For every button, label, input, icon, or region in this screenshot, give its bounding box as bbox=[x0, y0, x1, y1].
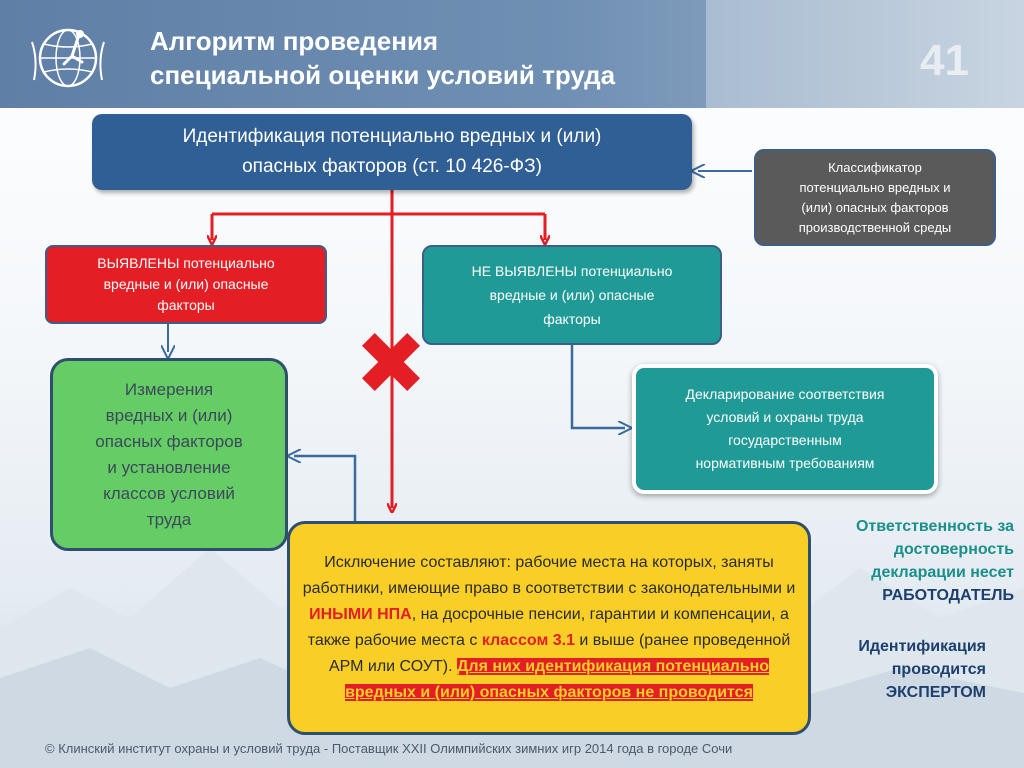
responsibility-note: Ответственность за достоверность деклара… bbox=[800, 515, 1014, 607]
responsibility-note-line: Ответственность за bbox=[855, 518, 1014, 535]
exception-highlight-class: классом 3.1 bbox=[481, 632, 575, 649]
factors-not-found-line: НЕ ВЫЯВЛЕНЫ потенциально bbox=[471, 263, 673, 279]
footer-copyright: © Клинский институт охраны и условий тру… bbox=[45, 741, 733, 756]
factors-found-line: ВЫЯВЛЕНЫ потенциально bbox=[97, 255, 275, 271]
exception-text-part: Исключение составляют: рабочие места на … bbox=[302, 554, 796, 597]
expert-note-line: проводится bbox=[891, 661, 986, 678]
header-right-panel bbox=[706, 0, 1024, 108]
exception-highlight-npa: ИНЫМИ НПА bbox=[309, 606, 412, 623]
declaration-line: нормативным требованиям bbox=[695, 455, 875, 471]
identification-line1: Идентификация потенциально вредных и (ил… bbox=[182, 126, 602, 147]
declaration-line: Декларирование соответствия bbox=[685, 386, 885, 402]
measurement-box: Измерения вредных и (или) опасных фактор… bbox=[50, 358, 288, 551]
red-cross-icon bbox=[362, 333, 420, 391]
slide-number: 41 bbox=[920, 36, 969, 85]
exception-text-part: , на досрочные пенсии, гарантии и компен… bbox=[307, 606, 789, 649]
factors-found-line: факторы bbox=[157, 297, 215, 313]
classifier-line: потенциально вредных и bbox=[799, 179, 951, 195]
measurement-line: вредных и (или) bbox=[105, 405, 233, 425]
expert-note-line: ЭКСПЕРТОМ bbox=[885, 684, 986, 701]
slide-title: Алгоритм проведения специальной оценки у… bbox=[150, 24, 615, 92]
responsibility-note-line: декларации несет bbox=[871, 564, 1014, 581]
classifier-line: (или) опасных факторов bbox=[801, 199, 949, 215]
exception-text-part: и выше (ранее проведенной АРМ или СОУТ). bbox=[328, 632, 791, 675]
measurement-line: и установление bbox=[107, 457, 231, 477]
exception-box: Исключение составляют: рабочие места на … bbox=[287, 521, 811, 735]
classifier-line: Классификатор bbox=[828, 159, 922, 175]
measurement-line: опасных факторов bbox=[95, 431, 243, 451]
measurement-line: Измерения bbox=[124, 379, 214, 399]
classifier-line: производственной среды bbox=[798, 219, 952, 235]
declaration-line: условий и охраны труда bbox=[706, 409, 864, 425]
expert-note-line: Идентификация bbox=[858, 638, 986, 655]
factors-not-found-line: вредные и (или) опасные bbox=[489, 287, 655, 303]
exception-text: Исключение составляют: рабочие места на … bbox=[300, 550, 798, 706]
declaration-line: государственным bbox=[728, 432, 842, 448]
factors-not-found-box: НЕ ВЫЯВЛЕНЫ потенциально вредные и (или)… bbox=[422, 245, 722, 345]
declaration-box: Декларирование соответствия условий и ох… bbox=[632, 364, 938, 494]
slide-title-line1: Алгоритм проведения bbox=[150, 26, 439, 56]
responsibility-note-employer: РАБОТОДАТЕЛЬ bbox=[882, 587, 1014, 604]
expert-note: Идентификация проводится ЭКСПЕРТОМ bbox=[800, 635, 986, 704]
measurement-line: труда bbox=[146, 509, 192, 529]
globe-logo-icon bbox=[31, 28, 105, 88]
factors-found-line: вредные и (или) опасные bbox=[103, 276, 269, 292]
factors-found-box: ВЫЯВЛЕНЫ потенциально вредные и (или) оп… bbox=[45, 245, 327, 324]
identification-box: Идентификация потенциально вредных и (ил… bbox=[92, 114, 692, 190]
responsibility-note-line: достоверность bbox=[893, 541, 1014, 558]
measurement-line: классов условий bbox=[103, 483, 235, 503]
identification-line2: опасных факторов (ст. 10 426-ФЗ) bbox=[242, 156, 542, 177]
blue-connectors bbox=[168, 171, 752, 521]
classifier-box: Классификатор потенциально вредных и (ил… bbox=[754, 149, 996, 246]
slide-title-line2: специальной оценки условий труда bbox=[150, 60, 616, 90]
factors-not-found-line: факторы bbox=[543, 311, 601, 327]
